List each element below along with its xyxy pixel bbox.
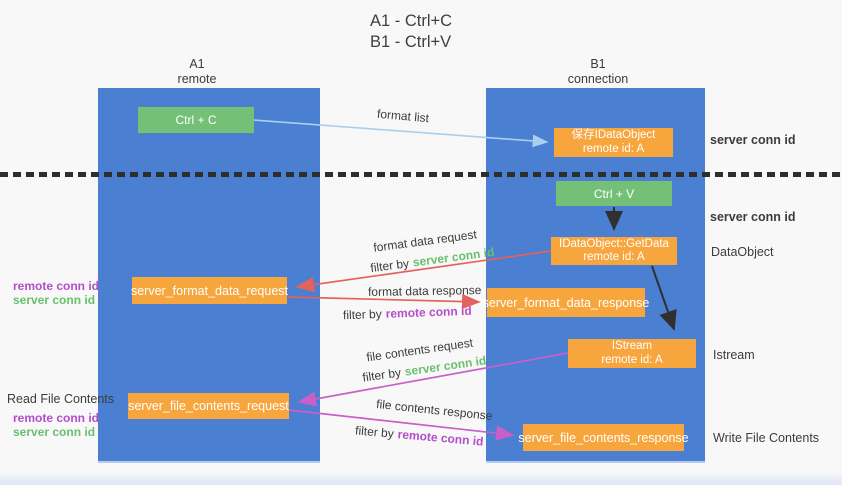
title-line-2: B1 - Ctrl+V bbox=[370, 32, 452, 51]
dotted-separator-line bbox=[0, 172, 842, 177]
server-conn-id-term: server conn id bbox=[411, 244, 496, 270]
diagram-title: A1 - Ctrl+C B1 - Ctrl+V bbox=[370, 11, 452, 52]
ctrl-c-box: Ctrl + C bbox=[138, 107, 254, 133]
server-format-data-response-box: server_format_data_response bbox=[483, 288, 649, 317]
ctrl-v-box: Ctrl + V bbox=[556, 181, 672, 206]
istream-line1: IStream bbox=[611, 340, 653, 352]
getdata-line1: IDataObject::GetData bbox=[559, 237, 669, 250]
istream-box: IStream remote id: A bbox=[568, 339, 696, 368]
remote-conn-id-annotation: remote conn id bbox=[13, 411, 100, 425]
lane-a1-name: A1 bbox=[189, 57, 205, 71]
filter-by-text: filter by bbox=[342, 306, 382, 323]
lane-header-b1: B1 connection bbox=[486, 57, 710, 87]
format-list-label: format list bbox=[376, 106, 430, 126]
bottom-fade-strip bbox=[0, 471, 842, 485]
getdata-line2: remote id: A bbox=[583, 251, 645, 263]
left-top-conn-id-annotations: remote conn id server conn id bbox=[13, 279, 100, 307]
file-contents-response-label: file contents response bbox=[375, 396, 494, 424]
server-conn-id-annotation: server conn id bbox=[13, 293, 96, 307]
filter-by-text: filter by bbox=[361, 365, 402, 385]
server-conn-id-annotation: server conn id bbox=[13, 425, 96, 439]
save-dataobject-box: 保存IDataObject remote id: A bbox=[554, 128, 673, 157]
write-file-contents-annotation: Write File Contents bbox=[713, 431, 820, 445]
server-file-contents-request-box: server_file_contents_request bbox=[128, 393, 289, 419]
filter-by-text: filter by bbox=[369, 256, 410, 276]
save-dataobject-line2: remote id: A bbox=[582, 142, 645, 155]
remote-conn-id-term: remote conn id bbox=[385, 303, 472, 321]
format-data-response-label: format data response bbox=[367, 283, 482, 299]
istream-annotation: Istream bbox=[713, 348, 755, 362]
server-file-contents-response-box: server_file_contents_response bbox=[518, 424, 689, 451]
read-file-contents-annotation: Read File Contents bbox=[7, 392, 115, 406]
remote-conn-id-annotation: remote conn id bbox=[13, 279, 100, 293]
server-conn-id-annotation-top: server conn id bbox=[710, 133, 796, 147]
server-conn-id-annotation-mid: server conn id bbox=[710, 210, 796, 224]
remote-conn-id-term: remote conn id bbox=[397, 427, 485, 449]
istream-line2: remote id: A bbox=[601, 353, 663, 366]
lane-a1-role: remote bbox=[177, 72, 217, 86]
lane-header-a1: A1 remote bbox=[98, 57, 296, 87]
server-format-data-request-box: server_format_data_request bbox=[131, 277, 288, 304]
lane-b1-name: B1 bbox=[590, 57, 606, 71]
dataobject-annotation: DataObject bbox=[711, 245, 774, 259]
filter-by-text: filter by bbox=[354, 423, 395, 441]
lane-b1-role: connection bbox=[567, 72, 629, 86]
getdata-box: IDataObject::GetData remote id: A bbox=[551, 237, 677, 265]
left-bottom-conn-id-annotations: remote conn id server conn id bbox=[13, 411, 100, 439]
save-dataobject-line1: 保存IDataObject bbox=[571, 129, 656, 141]
title-line-1: A1 - Ctrl+C bbox=[370, 12, 453, 30]
